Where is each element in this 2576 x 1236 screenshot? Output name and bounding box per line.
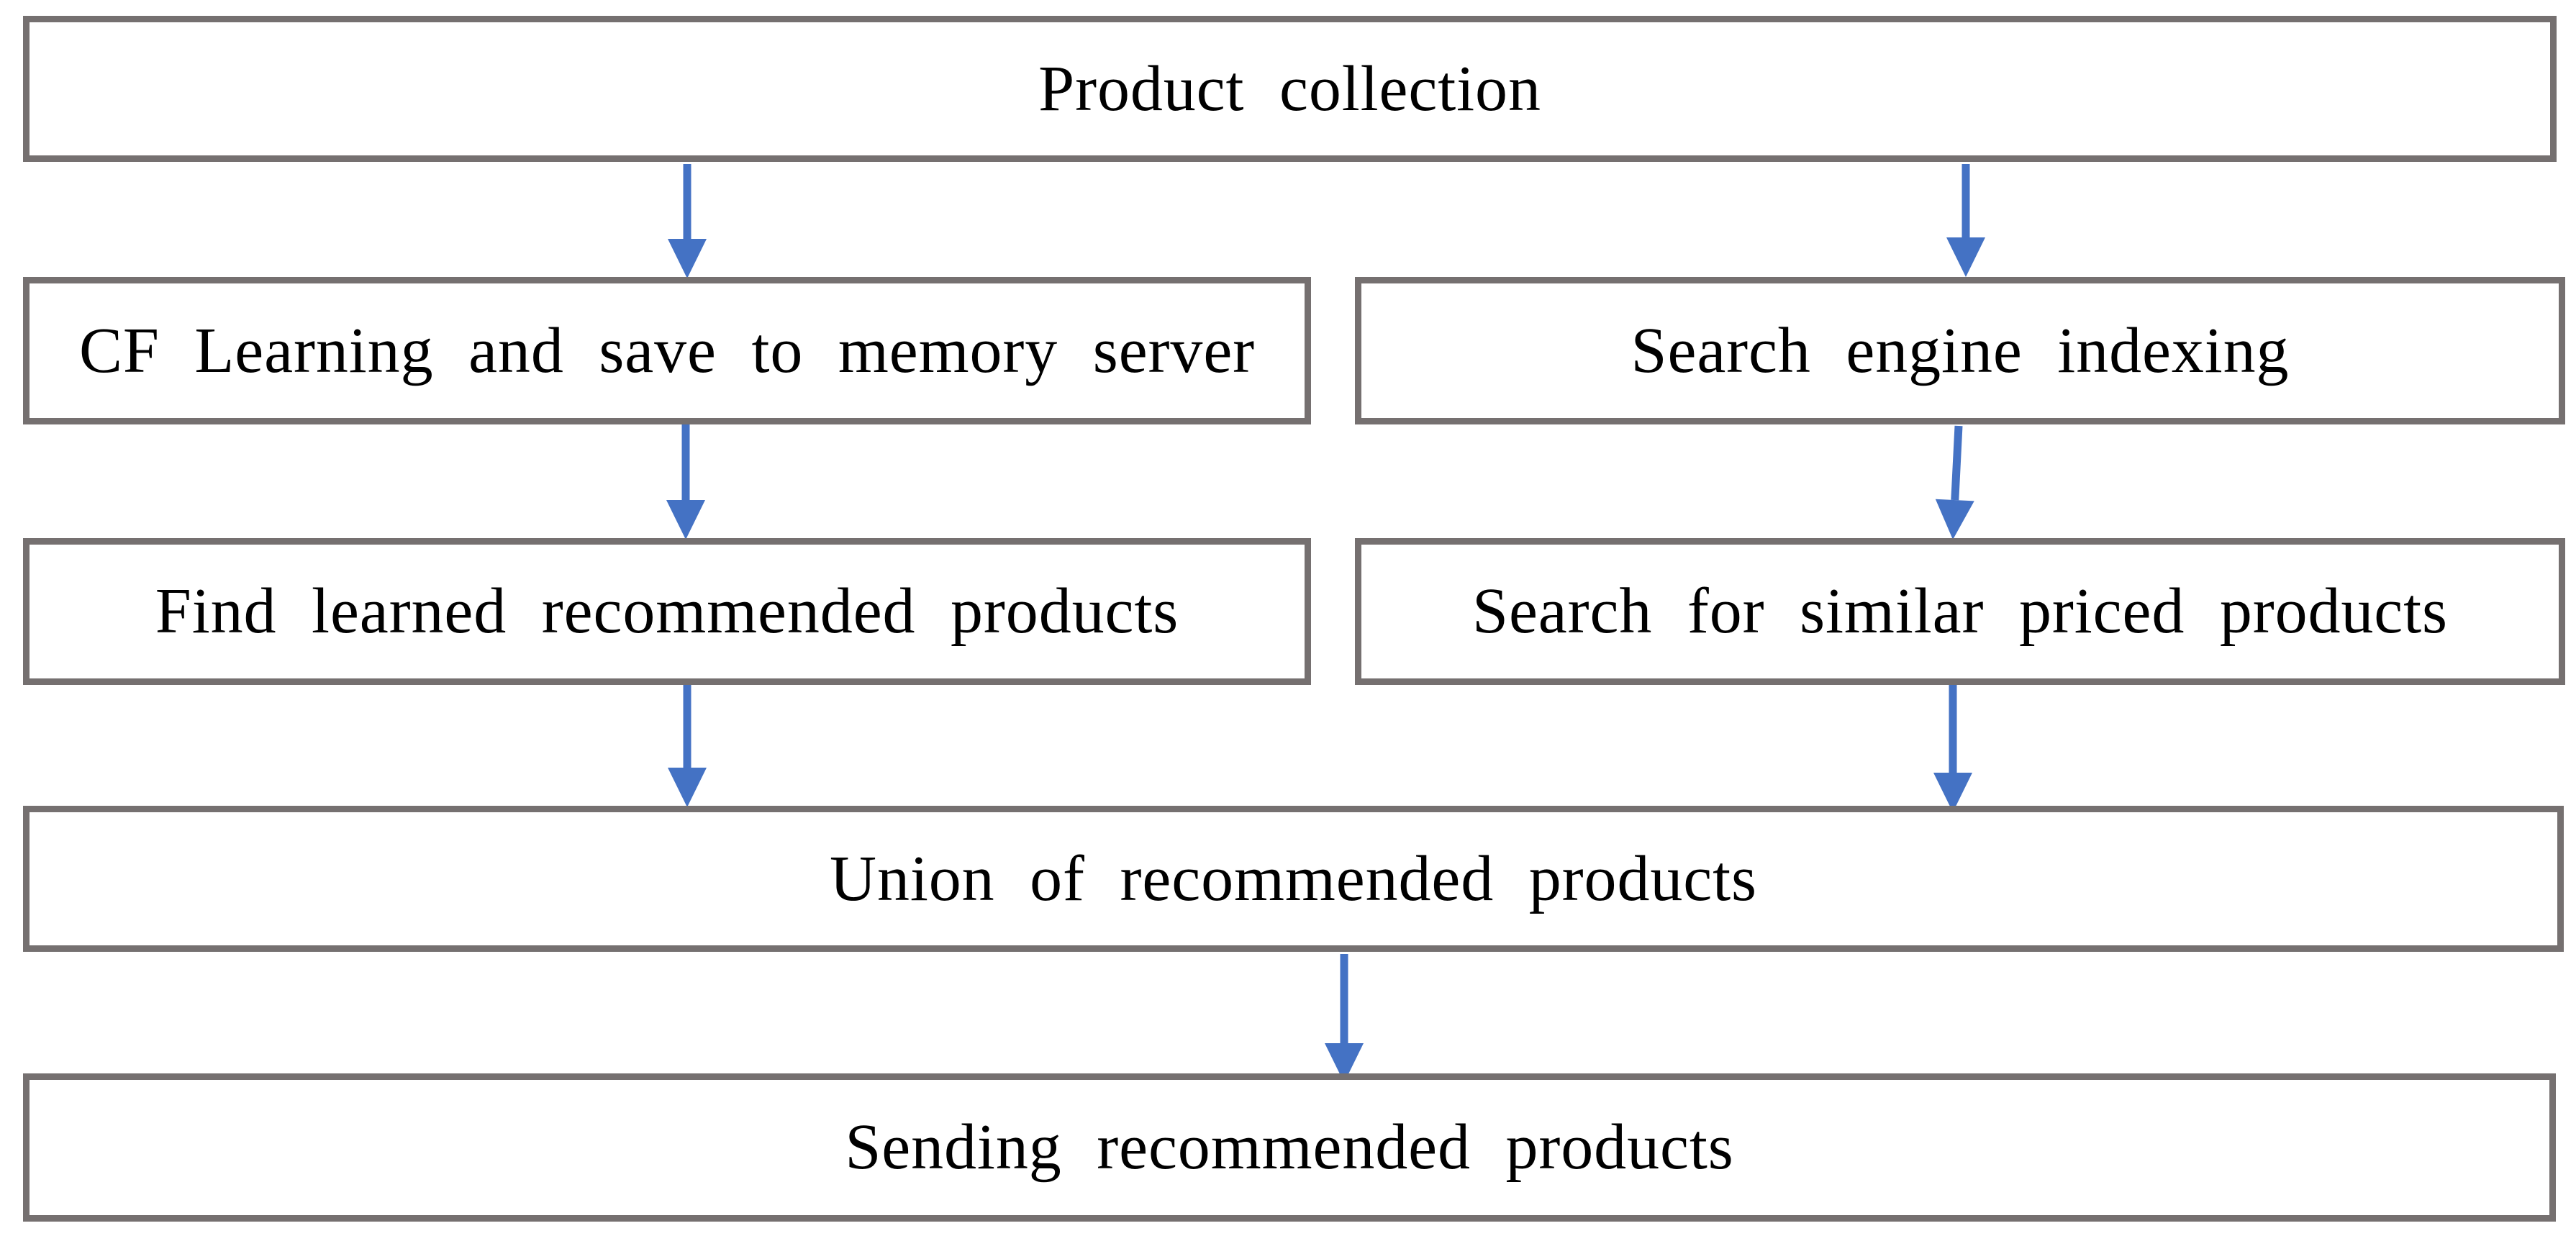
- node-label: Product collection: [1038, 53, 1541, 124]
- arrow-search-to-union: [1933, 683, 1972, 812]
- node-label: CF Learning and save to memory server: [78, 314, 1256, 386]
- node-search-similar-priced: Search for similar priced products: [1355, 538, 2565, 685]
- node-product-collection: Product collection: [23, 16, 2557, 162]
- node-label: Search engine indexing: [1631, 314, 2290, 386]
- node-union: Union of recommended products: [23, 806, 2564, 952]
- arrow-indexing-to-search: [1935, 425, 1974, 540]
- node-label: Search for similar priced products: [1472, 576, 2448, 647]
- arrow-product-to-cf: [668, 164, 707, 278]
- arrow-cf-to-find: [666, 423, 705, 540]
- node-label: Find learned recommended products: [155, 576, 1179, 647]
- node-sending: Sending recommended products: [23, 1073, 2556, 1222]
- arrow-union-to-sending: [1325, 954, 1364, 1083]
- node-label: Sending recommended products: [845, 1112, 1734, 1183]
- node-label: Union of recommended products: [830, 842, 1757, 914]
- node-find-learned: Find learned recommended products: [23, 538, 1311, 685]
- node-cf-learning: CF Learning and save to memory server: [23, 277, 1311, 424]
- arrow-product-to-indexing: [1946, 164, 1985, 277]
- node-search-engine-indexing: Search engine indexing: [1355, 277, 2565, 424]
- arrow-find-to-union: [668, 683, 707, 807]
